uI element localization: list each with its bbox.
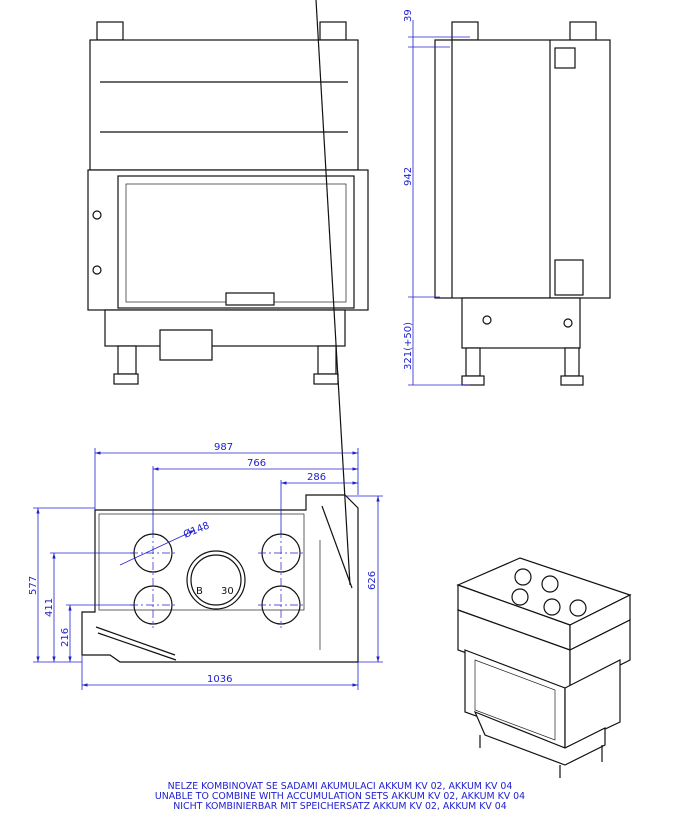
- dim-plan-width: 987: [214, 442, 233, 453]
- dim-side-base: 321(+50): [403, 322, 414, 370]
- note-german: NICHT KOMBINIERBAR MIT SPEICHERSATZ AKKU…: [173, 801, 507, 812]
- dim-plan-right-offset: 286: [307, 472, 326, 483]
- dim-side-height: 942: [403, 167, 414, 186]
- dim-plan-depth-left: 577: [28, 576, 39, 595]
- dim-plan-flue-y2: 216: [60, 628, 71, 647]
- note-english: UNABLE TO COMBINE WITH ACCUMULATION SETS…: [154, 791, 526, 802]
- dim-plan-flue-y1: 411: [44, 598, 55, 617]
- dim-plan-depth-right: 626: [367, 571, 378, 590]
- side-view: [434, 21, 611, 386]
- front-view: [87, 21, 369, 385]
- compatibility-notes: NELZE KOMBINOVAT SE SADAMI AKUMULACI AKK…: [0, 782, 680, 812]
- plan-view: B 30: [81, 0, 359, 663]
- plan-mark-left: B: [196, 586, 203, 597]
- plan-mark-right: 30: [221, 586, 234, 597]
- dim-side-top: 39: [403, 9, 414, 22]
- dim-plan-flue-offset: 766: [247, 458, 266, 469]
- note-czech: NELZE KOMBINOVAT SE SADAMI AKUMULACI AKK…: [167, 781, 513, 792]
- isometric-view: [456, 557, 632, 778]
- side-dimensions: 39 942 321(+50): [403, 9, 470, 386]
- dim-plan-total-width: 1036: [207, 674, 232, 685]
